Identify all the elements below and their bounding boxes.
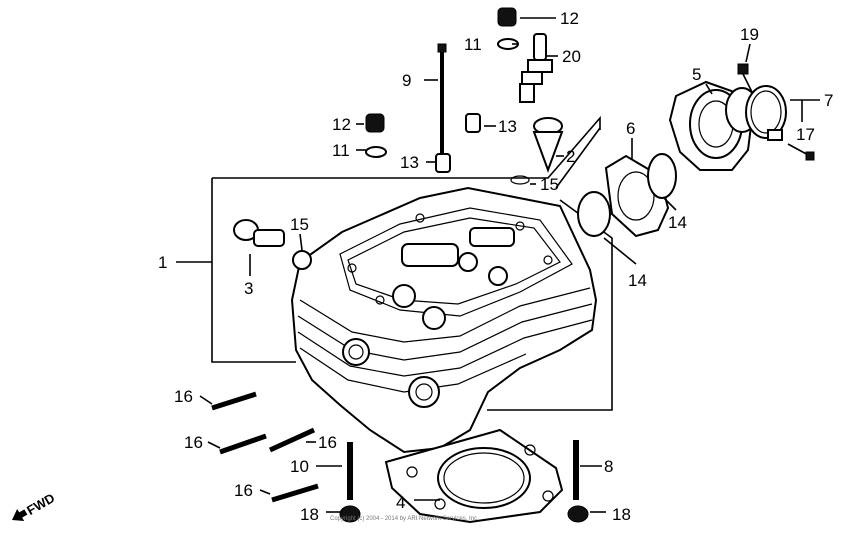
- o-ring-15-left: [292, 250, 312, 270]
- label-2: 2: [566, 147, 575, 166]
- oil-joint-2: [532, 117, 564, 173]
- leader-lines: [199, 17, 820, 513]
- label-16-b: 16: [184, 433, 203, 452]
- label-17: 17: [796, 125, 815, 144]
- label-5: 5: [692, 65, 701, 84]
- cylinder-head: [290, 186, 598, 454]
- label-16-d: 16: [234, 481, 253, 500]
- label-14-upper: 14: [668, 213, 687, 232]
- fwd-label: FWD: [24, 490, 57, 518]
- label-13-lower: 13: [400, 153, 419, 172]
- label-11-left: 11: [332, 141, 350, 160]
- label-12-left: 12: [332, 115, 351, 134]
- o-ring-14-upper: [647, 153, 677, 199]
- o-ring-15-right: [510, 175, 530, 185]
- spark-plug: [519, 33, 553, 103]
- label-16-a: 16: [174, 387, 193, 406]
- label-15-right: 15: [540, 175, 559, 194]
- nut-18-right: [567, 505, 589, 523]
- stud-16-a: [211, 391, 257, 411]
- hose-clamp: [745, 85, 787, 141]
- stud-16-b: [219, 433, 267, 455]
- dowel-pin-13-lower: [435, 153, 451, 173]
- washer-11-left: [365, 146, 387, 158]
- o-ring-14-lower: [577, 191, 611, 237]
- label-8: 8: [604, 457, 613, 476]
- cap-nut-12-top: [497, 7, 517, 27]
- intake-manifold: [668, 80, 759, 171]
- stud-9: [437, 43, 447, 158]
- stud-16-c: [268, 427, 316, 453]
- label-6: 6: [626, 119, 635, 138]
- label-13-upper: 13: [498, 117, 517, 136]
- label-7: 7: [824, 91, 833, 110]
- label-12-top: 12: [560, 9, 579, 28]
- cap-nut-12-left: [365, 113, 385, 133]
- label-18-left: 18: [300, 505, 319, 524]
- label-11-top: 11: [464, 35, 482, 54]
- copyright-text: Copyright (c) 2004 - 2014 by ARI Network…: [330, 516, 479, 522]
- label-16-c: 16: [318, 433, 337, 452]
- screw-17: [787, 143, 815, 161]
- dowel-pin-13-upper: [465, 113, 481, 133]
- fwd-arrow-icon: [12, 508, 28, 522]
- label-19: 19: [740, 25, 759, 44]
- label-4: 4: [396, 493, 405, 512]
- bolt-19: [737, 63, 753, 93]
- oil-joint-3: [233, 219, 285, 247]
- head-gasket: [384, 428, 564, 524]
- stud-16-d: [271, 483, 319, 503]
- label-14-lower: 14: [628, 271, 647, 290]
- label-18-right: 18: [612, 505, 631, 524]
- nut-18-left: [339, 505, 361, 523]
- label-3: 3: [244, 279, 253, 298]
- label-20: 20: [562, 47, 581, 66]
- label-1: 1: [158, 253, 167, 272]
- label-10: 10: [290, 457, 309, 476]
- label-15-left: 15: [290, 215, 309, 234]
- fwd-indicator: FWD: [12, 490, 57, 522]
- label-9: 9: [402, 71, 411, 90]
